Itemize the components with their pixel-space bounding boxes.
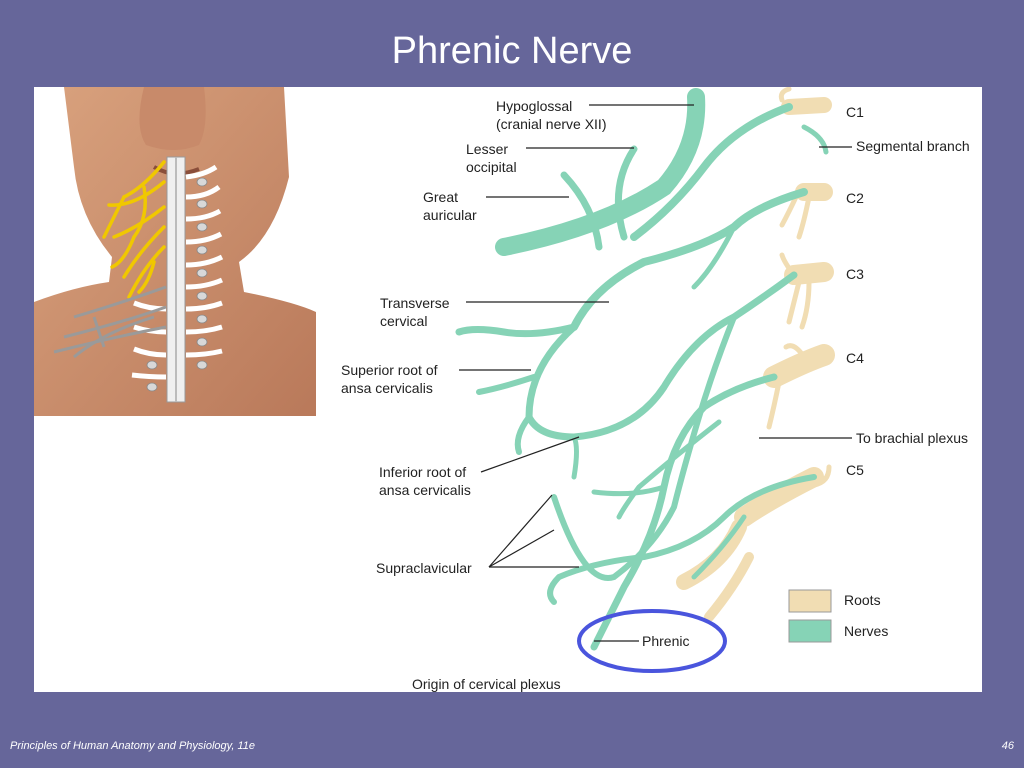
page-number: 46: [1001, 740, 1014, 752]
label-great-sub: auricular: [423, 207, 477, 223]
label-c4: C4: [846, 350, 864, 366]
label-inferior-root-sub: ansa cervicalis: [379, 482, 471, 498]
neck-inset-illustration: [34, 87, 316, 416]
label-c5: C5: [846, 462, 864, 478]
label-c2: C2: [846, 190, 864, 206]
label-c1: C1: [846, 104, 864, 120]
root-segments: [676, 97, 835, 622]
label-superior-root-sub: ansa cervicalis: [341, 380, 433, 396]
label-phrenic: Phrenic: [642, 633, 689, 649]
figure-panel: Hypoglossal (cranial nerve XII) Lesser o…: [34, 87, 982, 692]
label-transverse: Transverse: [380, 295, 450, 311]
label-segmental-branch: Segmental branch: [856, 138, 970, 154]
legend-nerves-swatch: [788, 619, 832, 643]
phrenic-highlight-ring: [577, 609, 727, 673]
legend-nerves-label: Nerves: [844, 623, 888, 639]
cervical-plexus-figure: Hypoglossal (cranial nerve XII) Lesser o…: [34, 87, 970, 692]
label-lesser: Lesser: [466, 141, 508, 157]
slide-title: Phrenic Nerve: [391, 30, 633, 72]
label-inferior-root: Inferior root of: [379, 464, 466, 480]
nerve-paths: [455, 88, 829, 651]
label-hypoglossal: Hypoglossal: [496, 98, 572, 114]
label-transverse-sub: cervical: [380, 313, 427, 329]
label-lesser-sub: occipital: [466, 159, 517, 175]
diagram-labels: Hypoglossal (cranial nerve XII) Lesser o…: [341, 98, 970, 692]
label-great: Great: [423, 189, 458, 205]
legend-roots-label: Roots: [844, 592, 881, 608]
label-c3: C3: [846, 266, 864, 282]
label-brachial-plexus: To brachial plexus: [856, 430, 968, 446]
nerve-diagram: [455, 87, 835, 651]
label-supraclavicular: Supraclavicular: [376, 560, 472, 576]
legend-roots-swatch: [788, 589, 832, 613]
leader-lines: [459, 104, 852, 642]
label-superior-root: Superior root of: [341, 362, 438, 378]
footer-source: Principles of Human Anatomy and Physiolo…: [10, 740, 255, 752]
label-hypoglossal-sub: (cranial nerve XII): [496, 116, 606, 132]
label-origin: Origin of cervical plexus: [412, 676, 561, 692]
